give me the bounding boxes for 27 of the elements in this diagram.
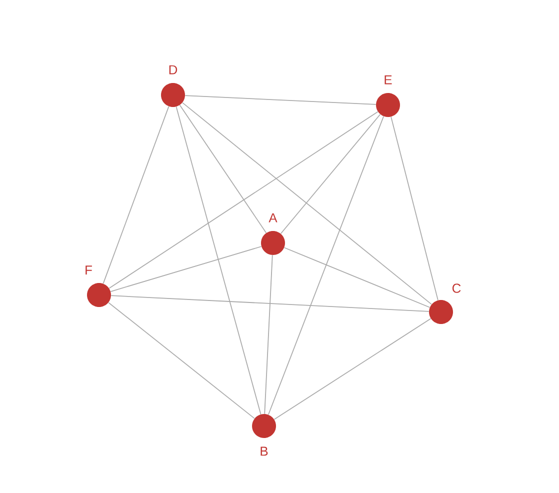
graph-edge xyxy=(264,254,273,414)
node-label: F xyxy=(86,266,92,275)
graph-edge xyxy=(108,302,255,419)
graph-edge xyxy=(268,116,384,416)
graph-vertex: D xyxy=(161,65,185,107)
graph-edge xyxy=(110,246,262,292)
node-label: D xyxy=(169,65,178,74)
node-label: B xyxy=(260,446,268,456)
graph-edge xyxy=(179,104,267,234)
graph-vertex: B xyxy=(252,414,276,456)
graph-edge xyxy=(182,102,432,305)
graph-edge xyxy=(108,111,378,289)
graph-edge xyxy=(102,106,170,284)
graph-vertex: E xyxy=(376,75,400,117)
graph-vertex: F xyxy=(86,266,111,307)
node-label: C xyxy=(452,284,461,293)
graph-edge xyxy=(176,106,262,415)
graph-edge xyxy=(390,116,438,301)
graph-edge xyxy=(280,114,381,234)
graph-edge xyxy=(284,247,430,308)
graph-edge xyxy=(184,95,376,105)
node-label: A xyxy=(268,213,278,222)
graph-edge xyxy=(274,318,432,420)
graph-vertex: A xyxy=(261,213,285,255)
node-label: E xyxy=(384,75,392,84)
graph-edge xyxy=(110,295,430,312)
graph-vertex: C xyxy=(429,284,461,324)
